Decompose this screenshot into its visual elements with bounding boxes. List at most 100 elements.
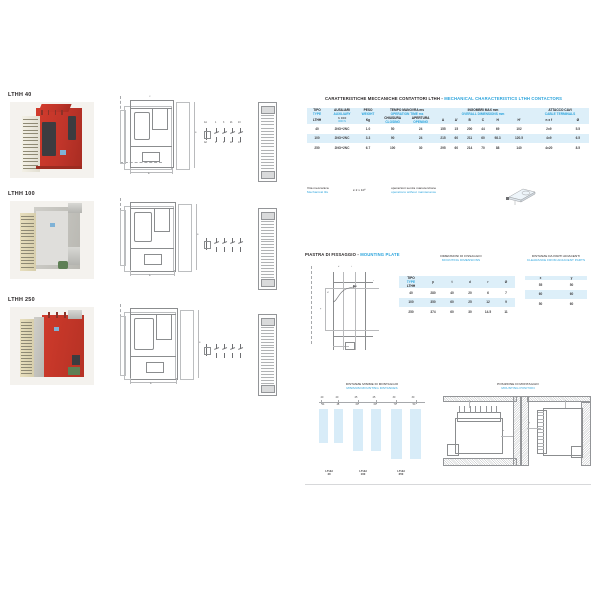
bar	[371, 409, 381, 451]
cad-drawing-lthh100: A B	[120, 198, 200, 284]
bar-group-label-40: LTHH 40	[325, 469, 333, 477]
cell-aux: 2NO+2NC	[327, 143, 357, 153]
position-label-y-right: y	[529, 422, 531, 424]
schematic-contact-21: 21	[230, 122, 233, 124]
th-sub-ap: A'	[451, 116, 462, 124]
schematic-contact-1: 1	[215, 122, 217, 124]
plate-dim-r: r	[373, 280, 374, 282]
cell-p: 350	[423, 297, 443, 307]
cell-dia: 7	[497, 288, 515, 298]
schematic-contact-2: 2	[215, 142, 217, 144]
product-block-lthh100: LTHH 100	[8, 191, 35, 197]
cell-type: 40	[307, 124, 327, 134]
schematic-contact-13: 13	[238, 122, 241, 124]
table-row: 100 2NO+2NC 3.3 90 24 215 60 211 60 98.3…	[307, 133, 589, 143]
cell-hp: 120.5	[506, 133, 531, 143]
panel-mechanical-characteristics: CARATTERISTICHE MECCANICHE CONTATTORI LT…	[303, 90, 593, 218]
mounting-position-diagram: y x y x	[443, 396, 591, 468]
th-sub-b: B	[461, 116, 478, 124]
cell-p: 374	[423, 307, 443, 317]
cell-dia: 8.5	[566, 143, 589, 153]
cell-p: 280	[423, 288, 443, 298]
schematic-contact-4: 4	[223, 142, 225, 144]
mounting-position-title: POSIZIONE DI MONTAGGIO MOUNTING POSITION	[497, 382, 539, 391]
cad-drawing-lthh40: A B C	[120, 96, 200, 182]
bar	[319, 409, 328, 443]
main-table-title-it: CARATTERISTICHE MECCANICHE CONTATTORI LT…	[325, 96, 443, 101]
contact-schematic-1: A1 A2 1 2 3 4 21 22 13 14	[204, 120, 244, 150]
cell-weight: 3.3	[357, 133, 379, 143]
bar-value-label: 44	[321, 403, 325, 406]
th-sub-dia: Ø	[566, 116, 589, 124]
cell-ap: 60	[451, 143, 462, 153]
th-t: t	[443, 276, 461, 288]
cell-type: 40	[399, 288, 423, 298]
cell-ap: 60	[451, 133, 462, 143]
cell-hp: 140	[506, 143, 531, 153]
bar-value-label: 44	[336, 403, 340, 406]
product-photo-lthh100	[10, 201, 94, 279]
schematic-contact-3: 3	[223, 122, 225, 124]
table-row: 250 2NO+2NC 6.7 100 30 295 60 214 70 88 …	[307, 143, 589, 153]
th-y: y	[556, 276, 587, 280]
cell-weight: 1.0	[357, 124, 379, 134]
bar-value-label: 50	[412, 403, 416, 406]
mounting-dimensions-group-label: DIMENSIONI DI FISSAGGIO MOUNTING DIMENSI…	[440, 254, 482, 263]
th-r: r	[479, 276, 497, 288]
cell-h: 98.3	[488, 133, 507, 143]
cell-x: 50	[525, 299, 556, 309]
cell-closing: 50	[379, 124, 407, 134]
mechanical-life-value: ≥ 2 x 10⁶	[353, 188, 366, 192]
bar-top-label: 25	[372, 396, 376, 399]
product-photo-lthh40	[10, 102, 94, 178]
plate-dim-d: d	[338, 266, 340, 268]
table-row: 100 350 60 25 12 9	[399, 297, 515, 307]
cell-type: 100	[307, 133, 327, 143]
mechanical-life-note: operazioni senza manutenzione operations…	[391, 186, 437, 194]
bar	[353, 409, 363, 451]
th-type: TIPO TYPE LTHH	[399, 276, 423, 288]
mounting-distances-chart: 20 44 20 44 25 60 25 60 30 70 30 50	[317, 396, 429, 466]
cell-x: 55	[525, 280, 556, 290]
bar-value-label: 60	[355, 403, 359, 406]
plate-dim-t: t	[351, 266, 352, 268]
cell-b: 211	[461, 133, 478, 143]
cell-r: 12	[479, 297, 497, 307]
cell-r: 6	[479, 288, 497, 298]
cell-d: 20	[461, 288, 479, 298]
cell-x: 60	[525, 289, 556, 299]
front-view-strip-2	[258, 208, 277, 290]
cell-r: 14.5	[479, 307, 497, 317]
cell-t: 60	[443, 297, 461, 307]
plate-dim-dia: Ø	[327, 292, 329, 294]
front-view-strip-1	[258, 102, 277, 182]
th-x: x	[525, 276, 556, 280]
position-label-y-left: y	[470, 401, 472, 403]
bar	[334, 409, 343, 443]
mounting-distances-title: DISTANZE MINIME DI MONTAGGIO MINIMUM MOU…	[345, 382, 399, 391]
plate-dim-p: p	[320, 308, 322, 310]
clearance-table: x y 55 50 60 60 50 60	[525, 276, 587, 309]
main-table-title: CARATTERISTICHE MECCANICHE CONTATTORI LT…	[325, 96, 562, 101]
position-label-x-right: x	[566, 401, 568, 403]
cell-dia: 9	[497, 297, 515, 307]
table-row: 250 374 60 30 14.5 11	[399, 307, 515, 317]
cell-dia: 6.5	[566, 133, 589, 143]
bar-value-label: 70	[393, 403, 397, 406]
table-header-row: x y	[525, 276, 587, 280]
cell-type: 100	[399, 297, 423, 307]
th-dia: Ø	[497, 276, 515, 288]
mounting-plate-title: PIASTRA DI FISSAGGIO - MOUNTING PLATE	[305, 252, 400, 257]
schematic-contact-14: 14	[238, 142, 241, 144]
cell-t: 60	[443, 307, 461, 317]
cell-a: 295	[435, 143, 451, 153]
th-sub-lthh: LTHH	[307, 116, 327, 124]
cell-c: 60	[477, 133, 489, 143]
th-sub-h: H	[488, 116, 507, 124]
